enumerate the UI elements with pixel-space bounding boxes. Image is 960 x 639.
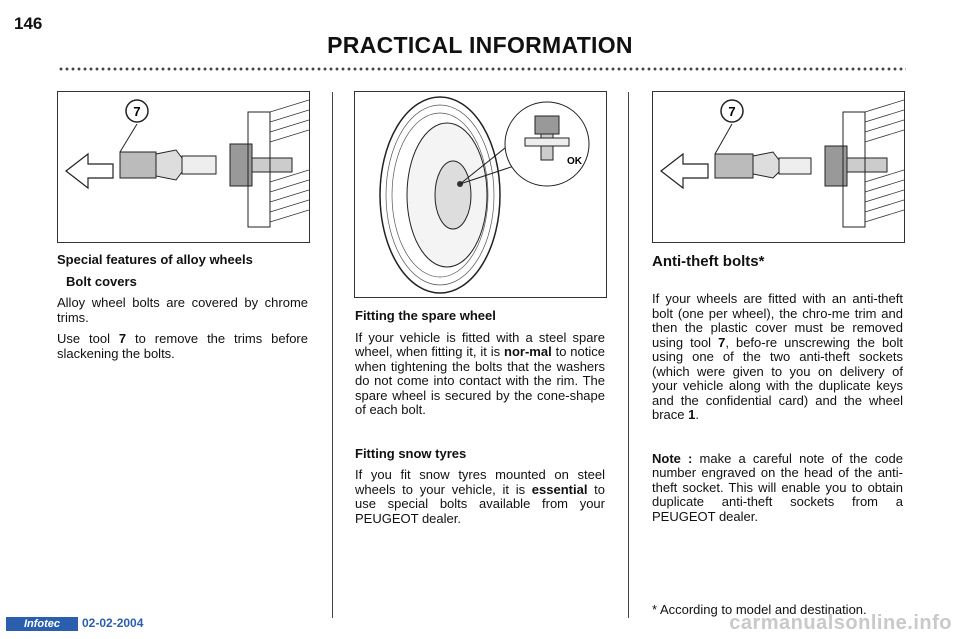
footnote: * According to model and destination. bbox=[652, 602, 867, 617]
column-divider-2 bbox=[628, 92, 629, 618]
alloy-wheels-section: Special features of alloy wheels Bolt co… bbox=[57, 252, 308, 368]
dotted-divider bbox=[58, 66, 906, 72]
section-heading: Special features of alloy wheels bbox=[57, 252, 253, 267]
section-heading: Fitting the spare wheel bbox=[355, 308, 496, 323]
spare-wheel-illustration: OK bbox=[354, 91, 607, 298]
note-paragraph: Note : make a careful note of the code n… bbox=[652, 450, 903, 524]
page-title: PRACTICAL INFORMATION bbox=[327, 32, 633, 58]
spare-and-snow-section: Fitting the spare wheel If your vehicle … bbox=[355, 308, 605, 533]
paragraph: Alloy wheel bolts are covered by chrome … bbox=[57, 295, 308, 325]
infotec-logo: Infotec bbox=[6, 617, 78, 631]
anti-theft-heading: Anti-theft bolts* bbox=[652, 253, 765, 270]
footer-date: 02-02-2004 bbox=[82, 616, 144, 630]
column-divider-1 bbox=[332, 92, 333, 618]
ok-label: OK bbox=[567, 156, 583, 167]
paragraph: If you fit snow tyres mounted on steel w… bbox=[355, 467, 605, 526]
paragraph: If your wheels are fitted with an anti-t… bbox=[652, 291, 903, 422]
page-number: 146 bbox=[14, 14, 43, 33]
tool-7-callout: 7 bbox=[133, 104, 140, 119]
bolt-cover-removal-illustration: 7 bbox=[57, 91, 310, 243]
subsection-heading: Bolt covers bbox=[66, 273, 137, 289]
tool-7-callout: 7 bbox=[728, 104, 735, 119]
paragraph: If your vehicle is fitted with a steel s… bbox=[355, 329, 605, 417]
watermark: carmanualsonline.info bbox=[729, 612, 952, 634]
anti-theft-bolt-illustration: 7 bbox=[652, 91, 905, 243]
section-heading: Fitting snow tyres bbox=[355, 445, 467, 461]
anti-theft-section: If your wheels are fitted with an anti-t… bbox=[652, 291, 903, 531]
paragraph: Use tool 7 to remove the trims before sl… bbox=[57, 331, 308, 361]
